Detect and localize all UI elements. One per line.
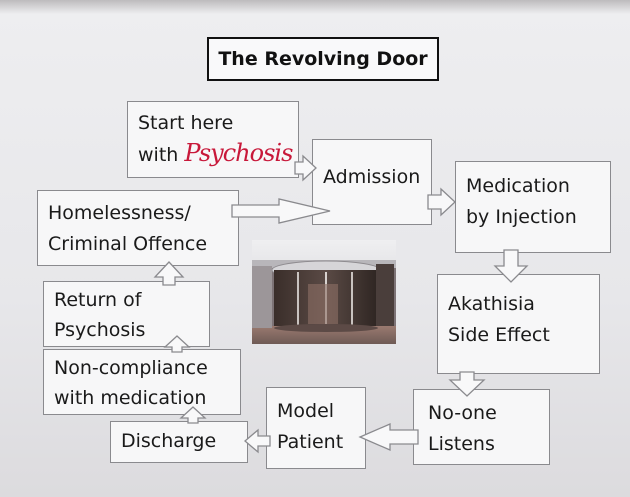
node-no-one-listens: No-one Listens <box>413 389 550 465</box>
node-start-here: Start here with Psychosis <box>127 101 299 178</box>
noone-line2: Listens <box>428 433 495 455</box>
start-line2-prefix: with <box>138 144 185 166</box>
medication-line2: by Injection <box>466 206 577 228</box>
noncompliance-line2: with medication <box>54 387 207 409</box>
node-non-compliance: Non-compliance with medication <box>43 349 241 415</box>
admission-label: Admission <box>323 166 421 188</box>
start-line2: with Psychosis <box>138 138 293 170</box>
node-return-of-psychosis: Return of Psychosis <box>43 281 210 347</box>
revolving-door-photo <box>252 240 396 344</box>
diagram-title: The Revolving Door <box>207 37 439 81</box>
arrow-noncompliance-to-return <box>163 335 191 353</box>
arrow-return-to-homelessness <box>153 261 185 286</box>
arrow-homelessness-to-admission <box>231 198 331 224</box>
discharge-label: Discharge <box>121 430 217 452</box>
node-admission: Admission <box>312 139 432 225</box>
return-line1: Return of <box>54 289 142 311</box>
psychosis-word: Psychosis <box>184 139 293 167</box>
arrow-discharge-to-noncompliance <box>179 406 207 424</box>
arrow-start-to-admission <box>294 154 317 182</box>
start-line1: Start here <box>138 112 234 134</box>
akathisia-line2: Side Effect <box>448 324 550 346</box>
homelessness-line1: Homelessness/ <box>48 202 191 224</box>
model-line1: Model <box>277 400 335 422</box>
model-line2: Patient <box>277 431 344 453</box>
noncompliance-line1: Non-compliance <box>54 357 208 379</box>
revolving-door-image <box>252 240 396 344</box>
arrow-admission-to-medication <box>427 187 456 217</box>
node-homelessness: Homelessness/ Criminal Offence <box>37 190 239 266</box>
node-akathisia: Akathisia Side Effect <box>437 274 600 374</box>
noone-line1: No-one <box>428 402 497 424</box>
akathisia-line1: Akathisia <box>448 293 535 315</box>
node-model-patient: Model Patient <box>266 387 366 469</box>
node-medication: Medication by Injection <box>455 161 611 253</box>
return-line2: Psychosis <box>54 319 146 341</box>
arrow-model-to-discharge <box>243 428 271 454</box>
arrow-akathisia-to-noone <box>448 371 486 397</box>
arrow-noone-to-model <box>358 423 419 451</box>
node-discharge: Discharge <box>110 421 248 463</box>
medication-line1: Medication <box>466 175 570 197</box>
arrow-medication-to-akathisia <box>493 249 529 283</box>
homelessness-line2: Criminal Offence <box>48 233 208 255</box>
